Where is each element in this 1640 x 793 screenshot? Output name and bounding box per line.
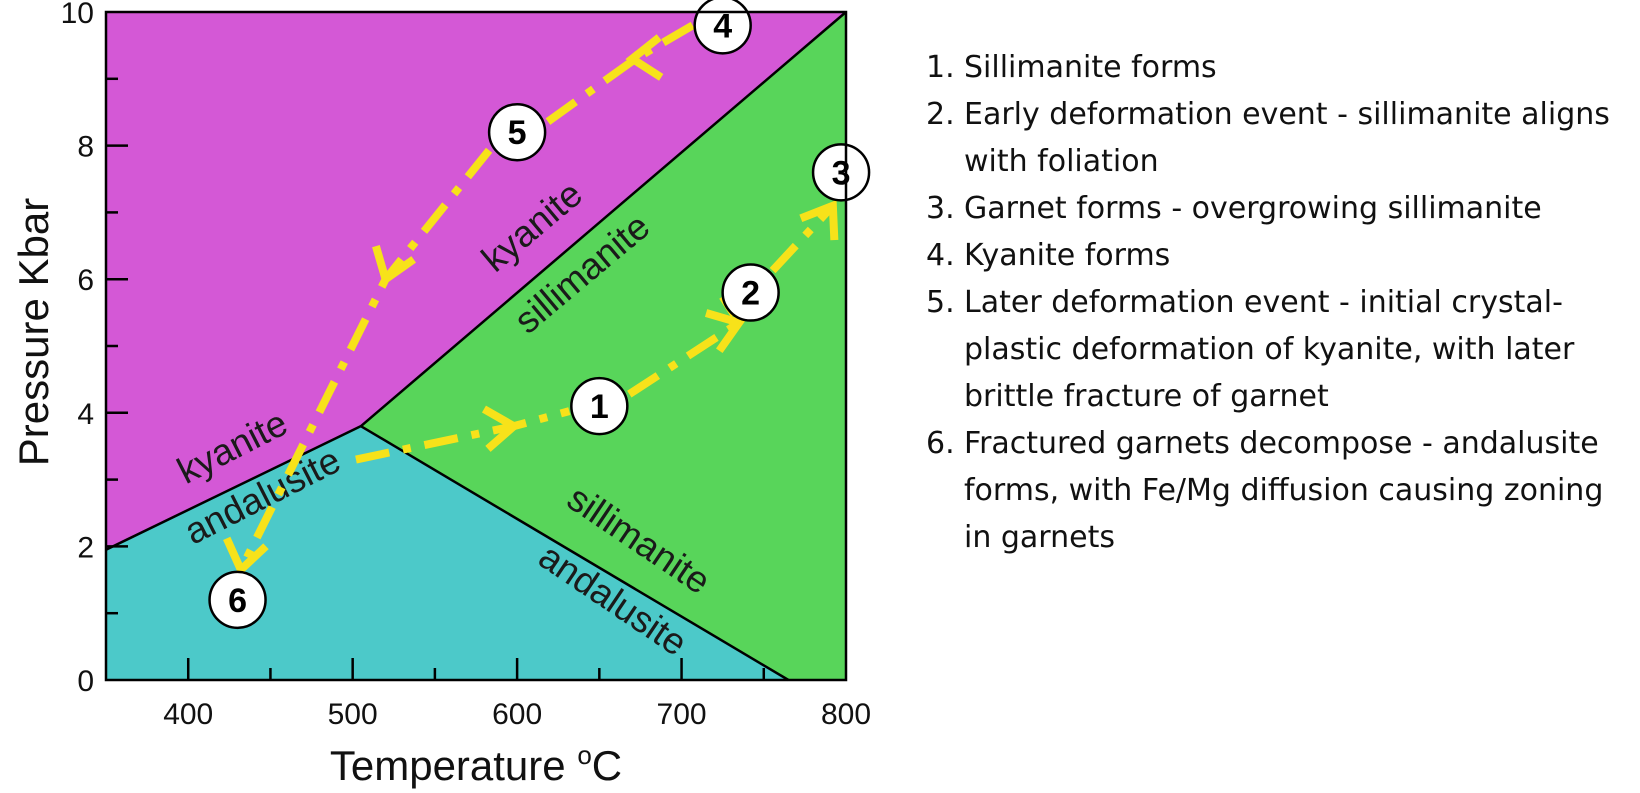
x-tick-label: 400 [163,698,213,731]
legend-item: 3. Garnet forms - overgrowing sillimanite [926,185,1626,232]
legend-item-number: 4. [926,238,955,273]
x-tick-label: 800 [821,698,871,731]
y-tick-label: 2 [77,531,94,564]
step-number: 5 [508,114,527,152]
legend-item: 5. Later deformation event - initial crys… [926,279,1626,420]
legend-item: 4. Kyanite forms [926,232,1626,279]
path-step-5: 5 [487,102,547,162]
step-circle [811,143,871,202]
legend-item: 1. Sillimanite forms [926,44,1626,91]
legend-item-text: Fractured garnets decompose - andalusite… [964,426,1604,555]
y-tick-label: 4 [77,398,94,431]
legend-item-number: 3. [926,191,955,226]
y-tick-label: 0 [77,665,94,698]
step-circle [570,376,629,436]
kyanite-field [106,12,846,550]
path-segment [544,21,695,126]
x-axis-label: Temperature oC [330,740,622,789]
legend-item-number: 5. [926,285,955,320]
path-step-1: 1 [570,376,629,436]
path-step-4: 4 [693,0,752,55]
path-arrowhead [799,199,839,241]
phase-boundaries [105,11,847,682]
path-arrowhead [223,536,269,577]
step-number: 1 [590,388,609,426]
path-step-2: 2 [721,263,780,322]
x-axis-unit: oC [577,740,622,789]
y-axis-label: Pressure Kbar [10,198,57,466]
axis-tick-labels: 400 500 600 700 800 0 2 4 6 8 10 [61,0,871,731]
legend-item-text: Sillimanite forms [964,50,1217,85]
step-circle [721,263,780,322]
legend-item: 2. Early deformation event - sillimanite … [926,91,1626,185]
x-axis-label-text: Temperature [330,742,577,789]
step-number: 4 [713,7,732,45]
legend-item-text: Garnet forms - overgrowing sillimanite [964,191,1542,226]
boundary-kyanite-andalusite [105,425,362,551]
step-circle [208,570,267,630]
boundary-andalusite-sillimanite [360,425,790,682]
y-tick-label: 10 [61,0,94,30]
degree-superscript: o [577,740,591,770]
step-circle [693,0,752,55]
legend-item-text: Kyanite forms [964,238,1171,273]
legend-item-number: 6. [926,426,955,461]
path-arrowhead [625,34,664,81]
axis-ticks [106,77,766,680]
boundary-kyanite-sillimanite [360,11,847,428]
event-legend: 1. Sillimanite forms 2. Early deformation e… [926,44,1626,561]
path-arrowhead [704,309,746,354]
legend-item: 6. Fractured garnets decompose - andalusi… [926,420,1626,561]
path-step-6: 6 [208,570,267,630]
step-circle [487,102,547,162]
x-tick-label: 600 [492,698,542,731]
step-number: 2 [741,275,760,313]
legend-item-text: Early deformation event - sillimanite al… [964,97,1610,179]
y-tick-label: 6 [77,264,94,297]
path-arrowhead [481,405,521,452]
step-number: 6 [228,582,247,620]
x-tick-label: 700 [657,698,707,731]
sillimanite-field [360,12,846,680]
y-tick-label: 8 [77,131,94,164]
legend-item-number: 1. [926,50,955,85]
path-segment [769,202,836,274]
legend-item-text: Later deformation event - initial crysta… [964,285,1575,414]
x-tick-label: 500 [328,698,378,731]
path-arrowhead [372,245,416,286]
path-step-3: 3 [811,143,871,202]
step-number: 3 [832,154,851,192]
legend-item-number: 2. [926,97,955,132]
unit-letter: C [592,742,622,789]
